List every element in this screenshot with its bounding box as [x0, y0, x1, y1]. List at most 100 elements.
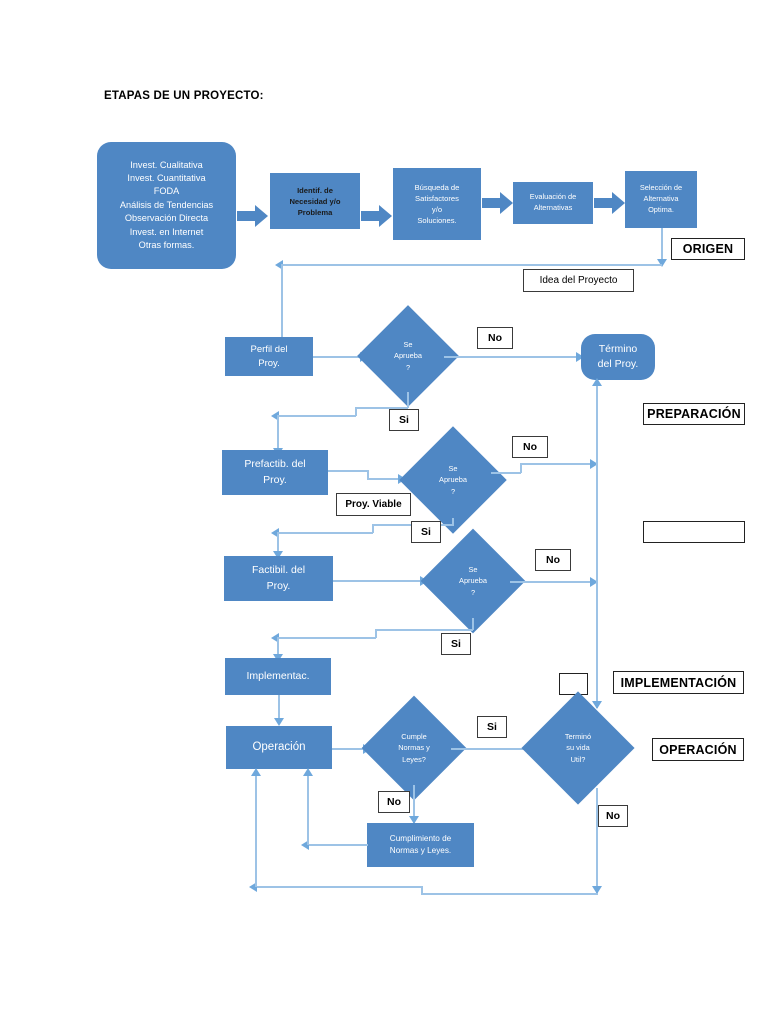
- arrowhead-bottom-loop-left: [249, 882, 257, 892]
- label-si-2: Si: [411, 521, 441, 543]
- arrowhead-spine-into-termino: [592, 378, 602, 386]
- perfil-line-1: Perfil del: [250, 343, 288, 355]
- implementacion-box[interactable]: Implementac.: [225, 658, 331, 695]
- stage-label-blank: [643, 521, 745, 543]
- perfil-proyecto-box[interactable]: Perfil del Proy.: [225, 337, 313, 376]
- connector-cumplimiento-left: [307, 844, 368, 846]
- decision3-line-3: ?: [470, 587, 476, 597]
- label-no-vida: No: [598, 805, 628, 827]
- arrowhead-into-factibil: [273, 551, 283, 559]
- connector-prefactib-to-decision-a: [328, 470, 368, 472]
- connector-no3-a: [510, 581, 593, 583]
- evaluacion-line-1: Evaluación de: [529, 192, 577, 202]
- termino-line-1: Término: [598, 342, 638, 355]
- prefactibilidad-proyecto-box[interactable]: Prefactib. del Proy.: [222, 450, 328, 495]
- sources-line-4: Análisis de Tendencias: [119, 199, 214, 210]
- label-no-1: No: [477, 327, 513, 349]
- connector-cumplimiento-up: [307, 772, 309, 845]
- decision2-line-1: Se: [448, 463, 458, 473]
- cumplimiento-line-2: Normas y Leyes.: [389, 846, 452, 855]
- arrowhead-cumplimiento-left: [301, 840, 309, 850]
- identificacion-necesidad-box[interactable]: Identif. de Necesidad y/o Problema: [270, 173, 360, 229]
- block-arrow-3: [482, 192, 513, 214]
- arrowhead-si1-left: [271, 411, 279, 421]
- busqueda-line-3: y/o: [431, 205, 443, 214]
- decision2-line-3: ?: [450, 486, 456, 496]
- sources-line-6: Invest. en Internet: [129, 226, 204, 237]
- operacion-box[interactable]: Operación: [226, 726, 332, 769]
- cumple-line-1: Cumple: [401, 731, 427, 741]
- termino-line-2: del Proy.: [597, 358, 639, 370]
- identif-line-3: Problema: [297, 207, 333, 217]
- vida-line-1: Terminó: [564, 731, 592, 741]
- factibilidad-proyecto-box[interactable]: Factibil. del Proy.: [224, 556, 333, 601]
- decision-vida-util[interactable]: Terminó su vida Util?: [521, 691, 635, 805]
- connector-si2-down: [452, 518, 454, 526]
- busqueda-line-1: Búsqueda de: [414, 183, 460, 192]
- decision-cumple-normas[interactable]: Cumple Normas y Leyes?: [361, 695, 467, 801]
- factibil-line-2: Proy.: [266, 579, 291, 592]
- cumple-line-3: Leyes?: [402, 754, 426, 764]
- busqueda-line-4: Soluciones.: [417, 216, 457, 225]
- connector-bottom-loop-step: [421, 886, 423, 895]
- label-idea-del-proyecto: Idea del Proyecto: [523, 269, 634, 292]
- connector-seleccion-down: [661, 228, 663, 264]
- identif-line-1: Identif. de: [297, 185, 333, 195]
- prefactib-line-2: Proy.: [263, 473, 287, 486]
- vida-line-2: su vida: [566, 743, 590, 753]
- connector-si3-left: [375, 629, 473, 631]
- block-arrow-4: [594, 192, 625, 214]
- stage-label-origen: ORIGEN: [671, 238, 745, 260]
- connector-si3-step: [375, 629, 377, 638]
- arrowhead-spine-into-vida: [592, 701, 602, 709]
- arrowhead-no-vida-down: [592, 886, 602, 894]
- blank-small-box: [559, 673, 588, 695]
- connector-si3-to-implementac: [277, 637, 279, 660]
- connector-bottom-loop-up: [255, 772, 257, 887]
- evaluacion-alternativas-box[interactable]: Evaluación de Alternativas: [513, 182, 593, 224]
- connector-si3-down: [472, 618, 474, 630]
- prefactib-line-1: Prefactib. del: [244, 458, 306, 471]
- connector-si1-left2: [277, 415, 356, 417]
- connector-bottom-loop-left: [255, 886, 422, 888]
- busqueda-line-2: Satisfactores: [415, 194, 459, 203]
- arrowhead-cumplimiento-into-operacion: [303, 768, 313, 776]
- arrowhead-into-cumplimiento: [409, 816, 419, 824]
- seleccion-alternativa-box[interactable]: Selección de Alternativa Optima.: [625, 171, 697, 228]
- connector-si-cumple-to-vida: [451, 748, 530, 750]
- factibil-line-1: Factibil. del: [251, 564, 306, 577]
- page-title: ETAPAS DE UN PROYECTO:: [104, 90, 264, 102]
- label-no-cumple: No: [378, 791, 410, 813]
- busqueda-satisfactores-box[interactable]: Búsqueda de Satisfactores y/o Soluciones…: [393, 168, 481, 240]
- connector-si1-step: [355, 407, 357, 416]
- label-proy-viable: Proy. Viable: [336, 493, 411, 516]
- stage-label-implementacion: IMPLEMENTACIÓN: [613, 671, 744, 694]
- sources-box[interactable]: Invest. Cualitativa Invest. Cuantitativa…: [97, 142, 236, 269]
- operacion-line-1: Operación: [252, 741, 306, 754]
- implementac-line-1: Implementac.: [246, 669, 310, 682]
- connector-origen-feedback: [281, 264, 662, 266]
- cumplimiento-normas-box[interactable]: Cumplimiento de Normas y Leyes.: [367, 823, 474, 867]
- arrowhead-seleccion-down: [657, 259, 667, 267]
- decision-factibil-aprueba[interactable]: Se Aprueba ?: [420, 528, 526, 634]
- connector-prefactib-to-decision-b: [367, 478, 400, 480]
- arrowhead-no3-to-spine: [590, 577, 598, 587]
- label-si-3: Si: [441, 633, 471, 655]
- sources-line-2: Invest. Cuantitativa: [127, 173, 206, 184]
- termino-proyecto-box[interactable]: Término del Proy.: [581, 334, 655, 380]
- decision-prefactib-aprueba[interactable]: Se Aprueba ?: [399, 426, 507, 534]
- sources-line-5: Observación Directa: [124, 213, 209, 224]
- connector-factibil-to-decision: [333, 580, 424, 582]
- connector-si3-left2: [277, 637, 376, 639]
- decision-perfil-aprueba[interactable]: Se Aprueba ?: [357, 305, 459, 407]
- connector-no-cumple-down: [413, 785, 415, 823]
- seleccion-line-3: Optima.: [648, 204, 674, 214]
- arrowhead-si3-left: [271, 633, 279, 643]
- connector-origen-feedback-down: [281, 264, 283, 348]
- arrowhead-si2-left: [271, 528, 279, 538]
- connector-si1-to-prefactib: [277, 415, 279, 455]
- connector-perfil-to-decision: [313, 356, 363, 358]
- connector-no1-a: [444, 356, 579, 358]
- connector-implementac-to-operacion: [278, 695, 280, 723]
